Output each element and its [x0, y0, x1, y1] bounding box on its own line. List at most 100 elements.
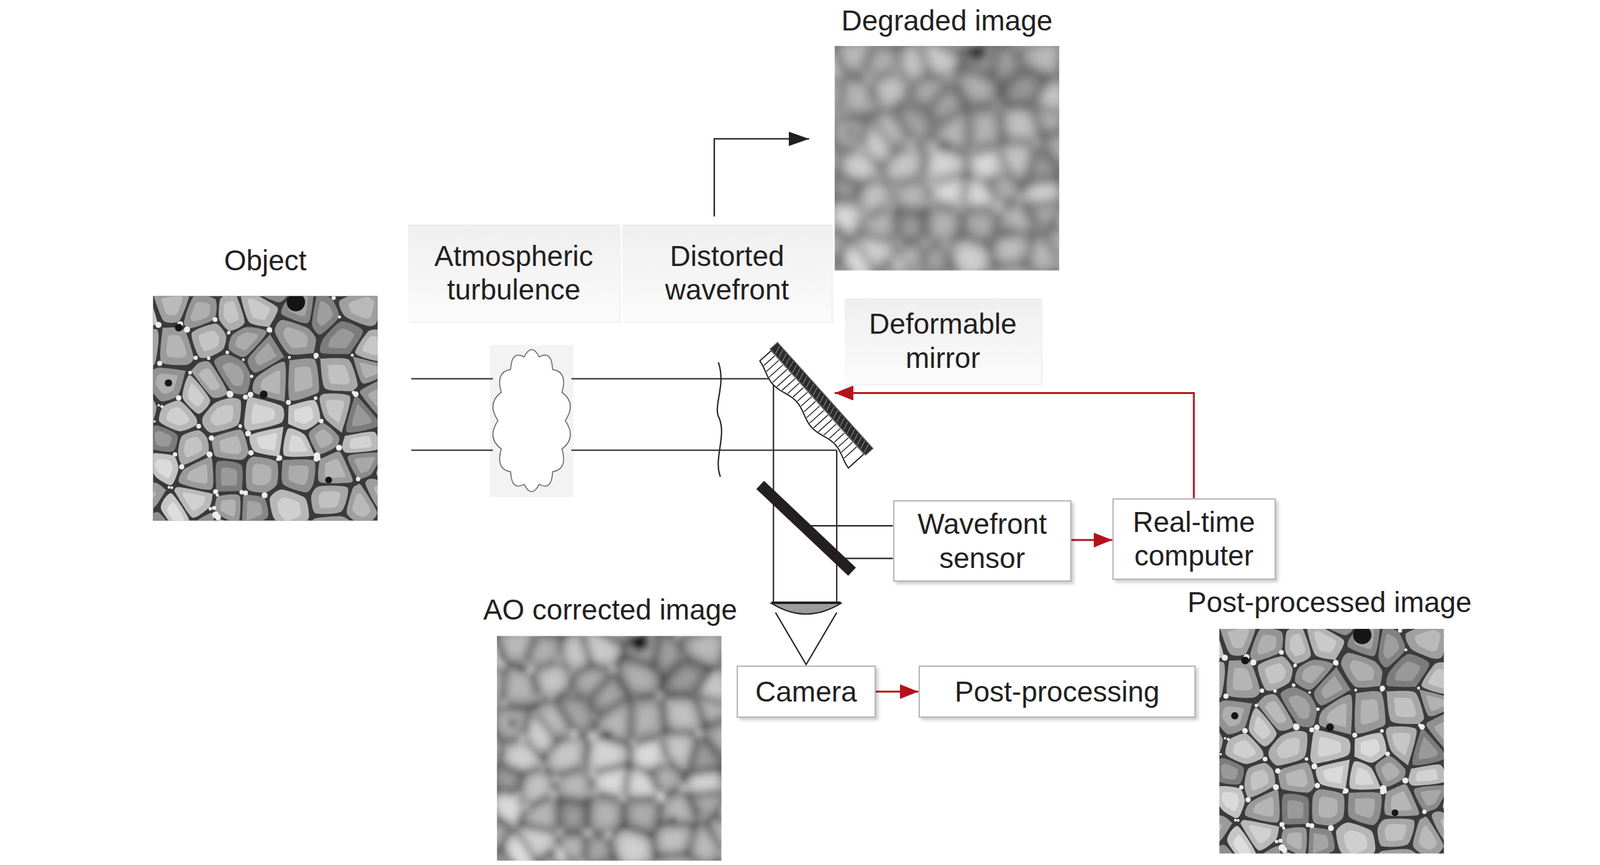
bright-point	[1304, 756, 1309, 761]
granule-highlight	[288, 465, 309, 486]
granule	[1278, 762, 1315, 793]
bright-point	[1293, 664, 1296, 668]
bright-point	[1398, 628, 1403, 633]
bright-point	[675, 635, 680, 640]
granule-highlight	[534, 641, 554, 662]
granule	[281, 459, 315, 492]
bright-point	[555, 845, 561, 850]
actuator	[787, 383, 800, 394]
box-text: Wavefront sensor	[900, 506, 1065, 575]
bright-point	[605, 831, 612, 838]
bright-point	[849, 235, 853, 239]
granule	[993, 265, 1033, 271]
granule-highlight	[938, 182, 960, 201]
granule-highlight	[166, 406, 190, 425]
bright-point	[1291, 683, 1296, 687]
granule-highlight	[359, 362, 378, 379]
bright-point	[155, 321, 162, 328]
backplate-hatch	[841, 421, 850, 430]
granule-highlight	[1360, 738, 1380, 757]
bright-point	[556, 656, 562, 662]
granule-highlight	[1006, 208, 1027, 228]
granule-highlight	[672, 668, 699, 689]
granule	[931, 175, 966, 207]
granule-highlight	[1221, 791, 1240, 811]
granule	[900, 45, 927, 81]
granule	[535, 663, 571, 699]
bright-point	[929, 200, 936, 206]
actuator	[838, 437, 849, 447]
granule	[280, 295, 314, 323]
granule-highlight	[1428, 668, 1445, 688]
granule-highlight	[1221, 706, 1245, 727]
granule	[152, 329, 159, 367]
bright-point	[1342, 790, 1346, 794]
bright-point	[336, 444, 343, 451]
bright-point	[225, 350, 230, 355]
granule-highlight	[1344, 829, 1368, 853]
granule	[1250, 628, 1284, 661]
backplate-hatch	[838, 418, 847, 426]
caption-label: AO corrected image	[483, 592, 738, 627]
bright-point	[854, 201, 860, 207]
bright-point	[206, 450, 214, 458]
granule	[618, 659, 660, 695]
granule	[685, 771, 722, 793]
bright-point	[1293, 663, 1297, 668]
granule	[1310, 729, 1351, 764]
pore	[325, 476, 333, 484]
focus-cone	[775, 612, 838, 665]
pore	[1231, 711, 1239, 720]
bright-point	[519, 734, 526, 741]
granule	[869, 262, 896, 271]
light-beam	[411, 377, 493, 379]
granule	[1421, 662, 1445, 694]
granule-highlight	[316, 300, 333, 327]
granule-highlight	[190, 301, 210, 322]
bright-point	[157, 403, 161, 407]
granule-highlight	[373, 485, 378, 505]
granule-highlight	[970, 185, 991, 202]
granule-highlight	[596, 803, 616, 826]
bright-point	[888, 201, 895, 208]
image-content	[1219, 628, 1444, 853]
granule-highlight	[880, 80, 901, 101]
granule-highlight	[718, 824, 722, 845]
bright-point	[945, 245, 949, 248]
granule-highlight	[600, 772, 622, 791]
bright-point	[1272, 783, 1279, 791]
bright-point	[995, 145, 1000, 150]
bright-point	[921, 239, 926, 245]
bright-point	[995, 105, 999, 109]
bright-point	[501, 743, 504, 746]
actuator	[813, 414, 828, 428]
component-label: Deformable mirror	[844, 298, 1041, 384]
caption-label: Post-processed image	[1187, 585, 1473, 619]
granule-highlight	[632, 804, 653, 825]
granule	[1219, 661, 1225, 699]
bright-point	[1352, 732, 1358, 738]
granule	[1419, 689, 1445, 717]
image-clip	[834, 45, 1060, 271]
granule-highlight	[891, 154, 915, 176]
signal-arrow	[834, 392, 1194, 498]
illustration-group	[108, 2, 1488, 865]
bright-point	[355, 476, 361, 481]
bright-point	[586, 829, 592, 835]
bright-point	[837, 71, 844, 78]
granule-highlight	[1395, 660, 1421, 681]
granule-highlight	[186, 463, 208, 484]
bright-point	[238, 424, 243, 428]
granule	[925, 147, 966, 181]
granule-highlight	[283, 327, 309, 348]
granule	[860, 206, 896, 240]
bright-point	[583, 829, 588, 835]
bright-point	[1221, 654, 1228, 661]
label-box: Atmospheric turbulence	[408, 224, 620, 322]
granule	[951, 239, 991, 271]
bright-point	[559, 854, 566, 861]
granule-highlight	[167, 501, 185, 521]
backplate-hatch	[797, 372, 806, 380]
bright-point	[888, 106, 893, 110]
